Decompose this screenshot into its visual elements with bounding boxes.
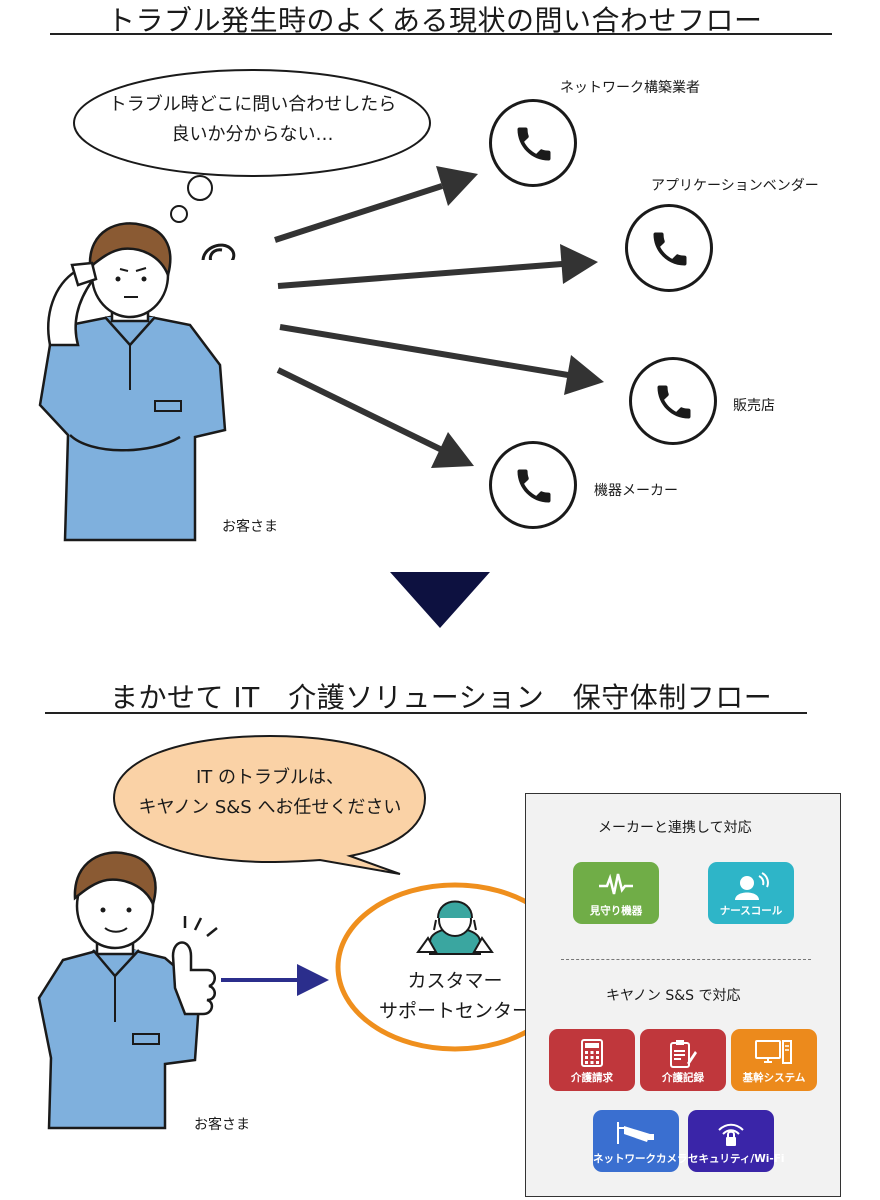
thumbs-up-icon [171,941,216,1016]
tile-monitoring-device: 見守り機器 [573,862,659,924]
speech-line-1: IT のトラブルは、 [195,767,345,788]
tile-care-billing: 介護請求 [549,1029,635,1091]
thought-line-1: トラブル時どこに問い合わせしたら [108,94,397,115]
phone-icon [657,385,691,419]
computer-icon [755,1040,792,1064]
support-arrow [221,964,329,996]
section2-customer-label: お客さま [194,1117,250,1133]
support-scope-panel: メーカーと連携して対応 見守り機器 ナースコール キヤノン S&S で対応 介護… [525,793,841,1197]
arrow-to-network-builder [274,183,443,243]
arrow-to-device-maker [276,367,444,453]
section1-title: トラブル発生時のよくある現状の問い合わせフロー [107,4,763,37]
phone-network-builder [489,99,577,187]
arrow-to-retailer [279,324,569,378]
thumbs-up-customer-illustration [37,851,218,1130]
arrow-to-app-vendor [277,261,563,289]
label-network-builder: ネットワーク構築業者 [560,80,700,96]
label-app-vendor: アプリケーションベンダー [651,178,819,194]
section2-title: まかせて IT 介護ソリューション 保守体制フロー [110,681,773,714]
phone-retailer [629,357,717,445]
phone-icon [517,127,551,161]
support-center-label: カスタマー サポートセンター [350,966,560,1026]
phone-app-vendor [625,204,713,292]
panel-divider [561,959,811,960]
thought-bubble [73,69,431,260]
section1-customer-label: お客さま [222,519,278,535]
tile-core-system: 基幹システム [731,1029,817,1091]
speech-text: IT のトラブルは、 キヤノン S&S へお任せください [120,763,420,823]
phone-icon [653,232,687,266]
confused-customer-illustration [38,222,227,542]
pulse-icon [599,873,633,895]
tile-care-records: 介護記録 [640,1029,726,1091]
label-retailer: 販売店 [733,398,775,414]
camera-icon [617,1122,654,1144]
phone-icon [517,469,551,503]
tile-security-wifi: セキュリティ/Wi-Fi [688,1110,785,1172]
clipboard-icon [670,1040,697,1068]
speech-line-2: キヤノン S&S へお任せください [138,797,402,818]
section2-title-rule [45,712,807,714]
calculator-icon [581,1039,603,1067]
down-arrow-icon [390,572,490,628]
support-center-line-1: カスタマー [407,970,503,992]
customer-support-center [335,882,575,1052]
phone-device-maker [489,441,577,529]
tile-nurse-call: ナースコール [708,862,794,924]
support-center-line-2: サポートセンター [378,1000,531,1022]
thought-text: トラブル時どこに問い合わせしたら 良いか分からない… [100,90,405,150]
confusion-swirl-icon [201,243,236,260]
maker-heading: メーカーと連携して対応 [598,820,752,836]
wifi-lock-icon [718,1123,744,1146]
nurse-call-icon [735,872,769,900]
speech-bubble [112,734,427,875]
tile-network-camera: ネットワークカメラ [593,1110,688,1172]
contact-arrows [274,166,604,468]
label-device-maker: 機器メーカー [594,483,678,499]
section1-title-rule [50,33,832,35]
operator-headset-icon [416,900,494,955]
thought-line-2: 良いか分からない… [171,124,334,145]
canon-heading: キヤノン S&S で対応 [606,988,741,1004]
